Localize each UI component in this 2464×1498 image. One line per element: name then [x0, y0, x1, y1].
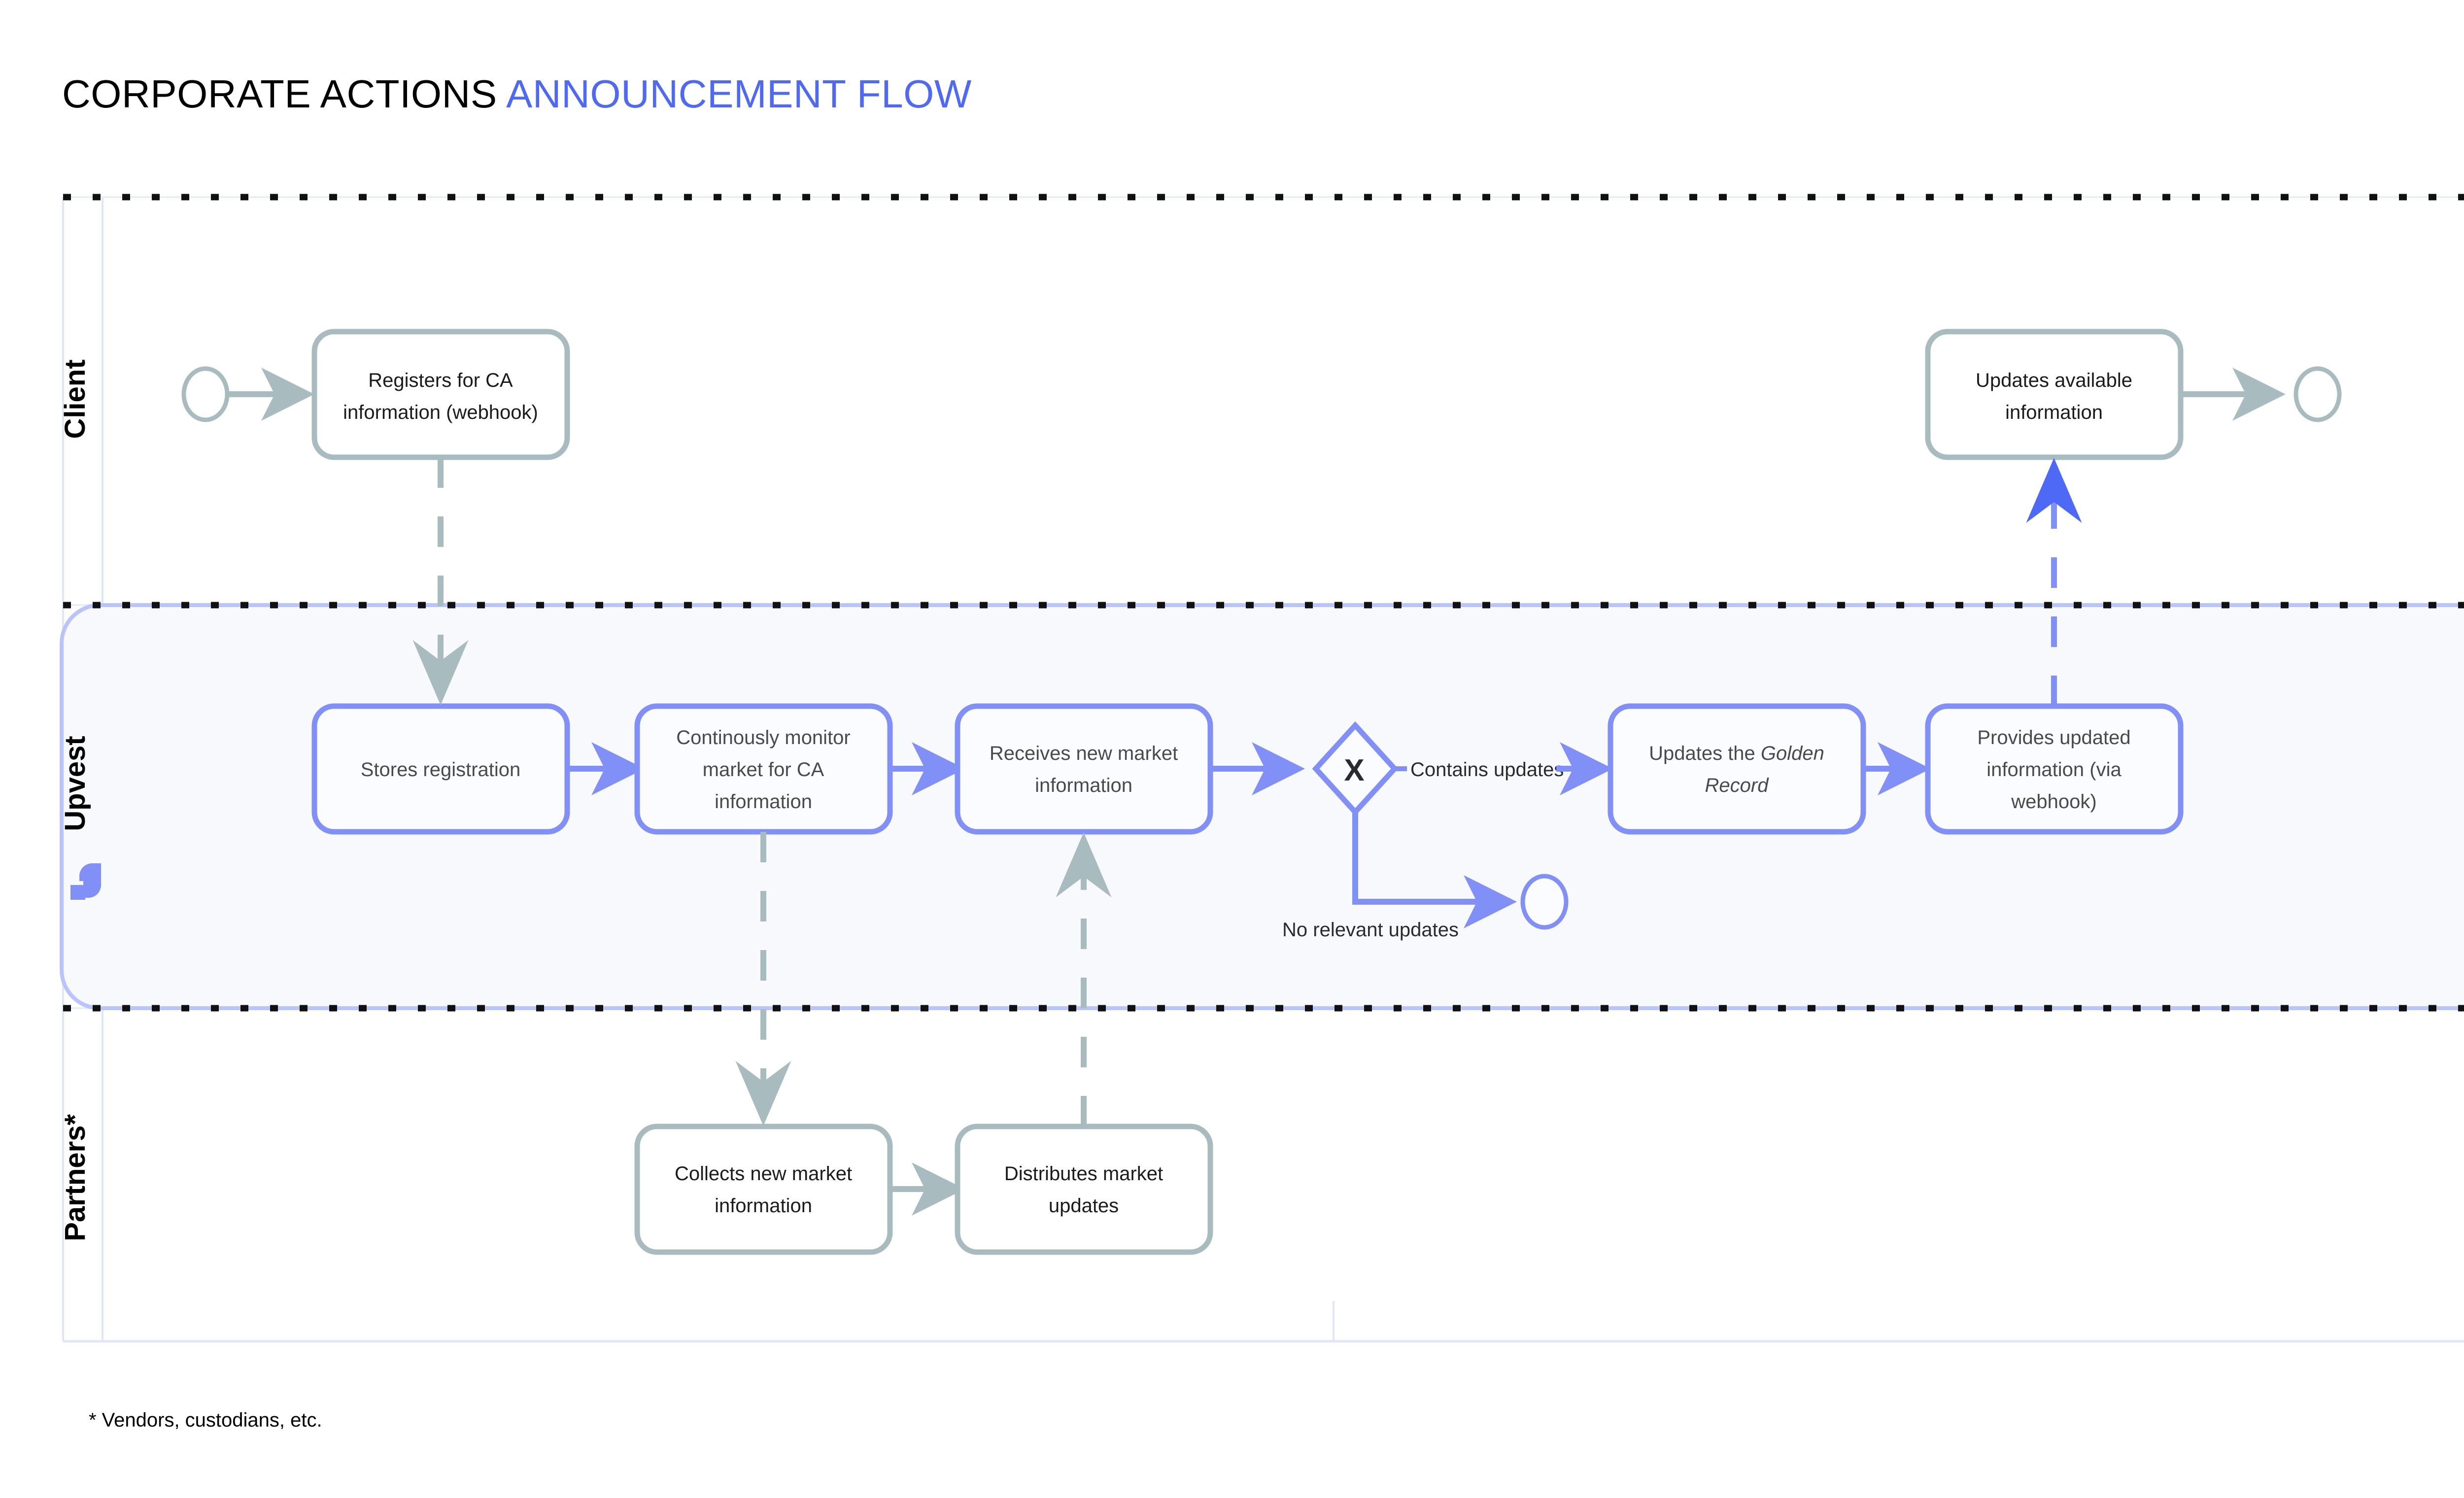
task-upvest-store-line1: Stores registration: [361, 759, 521, 781]
task-upvest-golden-record[interactable]: Updates the Golden Record: [1608, 703, 1866, 835]
end-event-client[interactable]: [2293, 366, 2342, 422]
task-partner-collect[interactable]: Collects new market information: [634, 1124, 893, 1255]
exclusive-gateway-contains-updates[interactable]: X: [1312, 721, 1399, 817]
page-title-accent: ANNOUNCEMENT FLOW: [506, 72, 972, 116]
edge-label-contains-updates: Contains updates: [1410, 759, 1564, 781]
task-upvest-monitor-line2: market for CA: [703, 759, 824, 781]
task-upvest-golden-record-line1: Updates the Golden: [1649, 743, 1824, 764]
lane-label-client-text: Client: [59, 359, 91, 439]
task-partner-distribute[interactable]: Distributes market updates: [955, 1124, 1213, 1255]
task-client-updates[interactable]: Updates available information: [1925, 329, 2184, 460]
gateway-x-icon: X: [1344, 753, 1364, 787]
task-upvest-receive-line2: information: [1035, 775, 1132, 796]
task-client-updates-line1: Updates available: [1976, 370, 2132, 391]
task-client-register[interactable]: Registers for CA information (webhook): [311, 329, 570, 460]
page-title: CORPORATE ACTIONS ANNOUNCEMENT FLOW: [62, 71, 972, 117]
end-event-upvest[interactable]: [1520, 874, 1569, 930]
task-upvest-monitor[interactable]: Continously monitor market for CA inform…: [634, 703, 893, 835]
footnote: * Vendors, custodians, etc.: [89, 1409, 322, 1431]
lane-label-partners: Partners*: [59, 1114, 91, 1241]
partners-lane-content: Collects new market information Distribu…: [634, 1124, 1213, 1255]
message-flows: [412, 457, 2082, 1126]
lane-dividers: [63, 194, 2464, 1012]
task-partner-collect-line1: Collects new market: [675, 1163, 852, 1185]
task-client-register-line2: information (webhook): [343, 402, 538, 423]
task-partner-distribute-line1: Distributes market: [1004, 1163, 1163, 1185]
upvest-logo-icon: [70, 863, 101, 900]
task-upvest-receive[interactable]: Receives new market information: [955, 703, 1213, 835]
task-upvest-provide-line3: webhook): [2011, 791, 2096, 813]
flow-gateway-no-to-end: [1352, 812, 1517, 928]
task-partner-distribute-line2: updates: [1049, 1195, 1119, 1217]
lane-label-partners-text: Partners*: [59, 1114, 91, 1241]
page-title-primary: CORPORATE ACTIONS: [62, 72, 506, 116]
upvest-lane-content: Stores registration Continously monitor …: [311, 703, 2184, 941]
task-upvest-provide[interactable]: Provides updated information (via webhoo…: [1925, 703, 2184, 835]
task-client-updates-line2: information: [2005, 402, 2103, 423]
task-client-register-line1: Registers for CA: [368, 370, 513, 391]
lane-label-upvest-text: Upvest: [59, 736, 91, 831]
task-upvest-provide-line2: information (via: [1986, 759, 2122, 781]
task-upvest-provide-line1: Provides updated: [1977, 727, 2130, 749]
client-lane-content: Registers for CA information (webhook) U…: [181, 329, 2342, 460]
task-upvest-receive-line1: Receives new market: [990, 743, 1178, 764]
task-upvest-golden-record-line2: Record: [1705, 775, 1770, 796]
task-upvest-monitor-line1: Continously monitor: [676, 727, 851, 749]
task-upvest-monitor-line3: information: [715, 791, 812, 813]
lane-label-upvest: Upvest: [59, 736, 101, 900]
task-partner-collect-line2: information: [715, 1195, 812, 1217]
task-upvest-store[interactable]: Stores registration: [311, 703, 570, 835]
lane-label-client: Client: [59, 359, 91, 439]
edge-label-no-relevant-updates: No relevant updates: [1282, 919, 1459, 941]
start-event-client[interactable]: [181, 366, 230, 422]
